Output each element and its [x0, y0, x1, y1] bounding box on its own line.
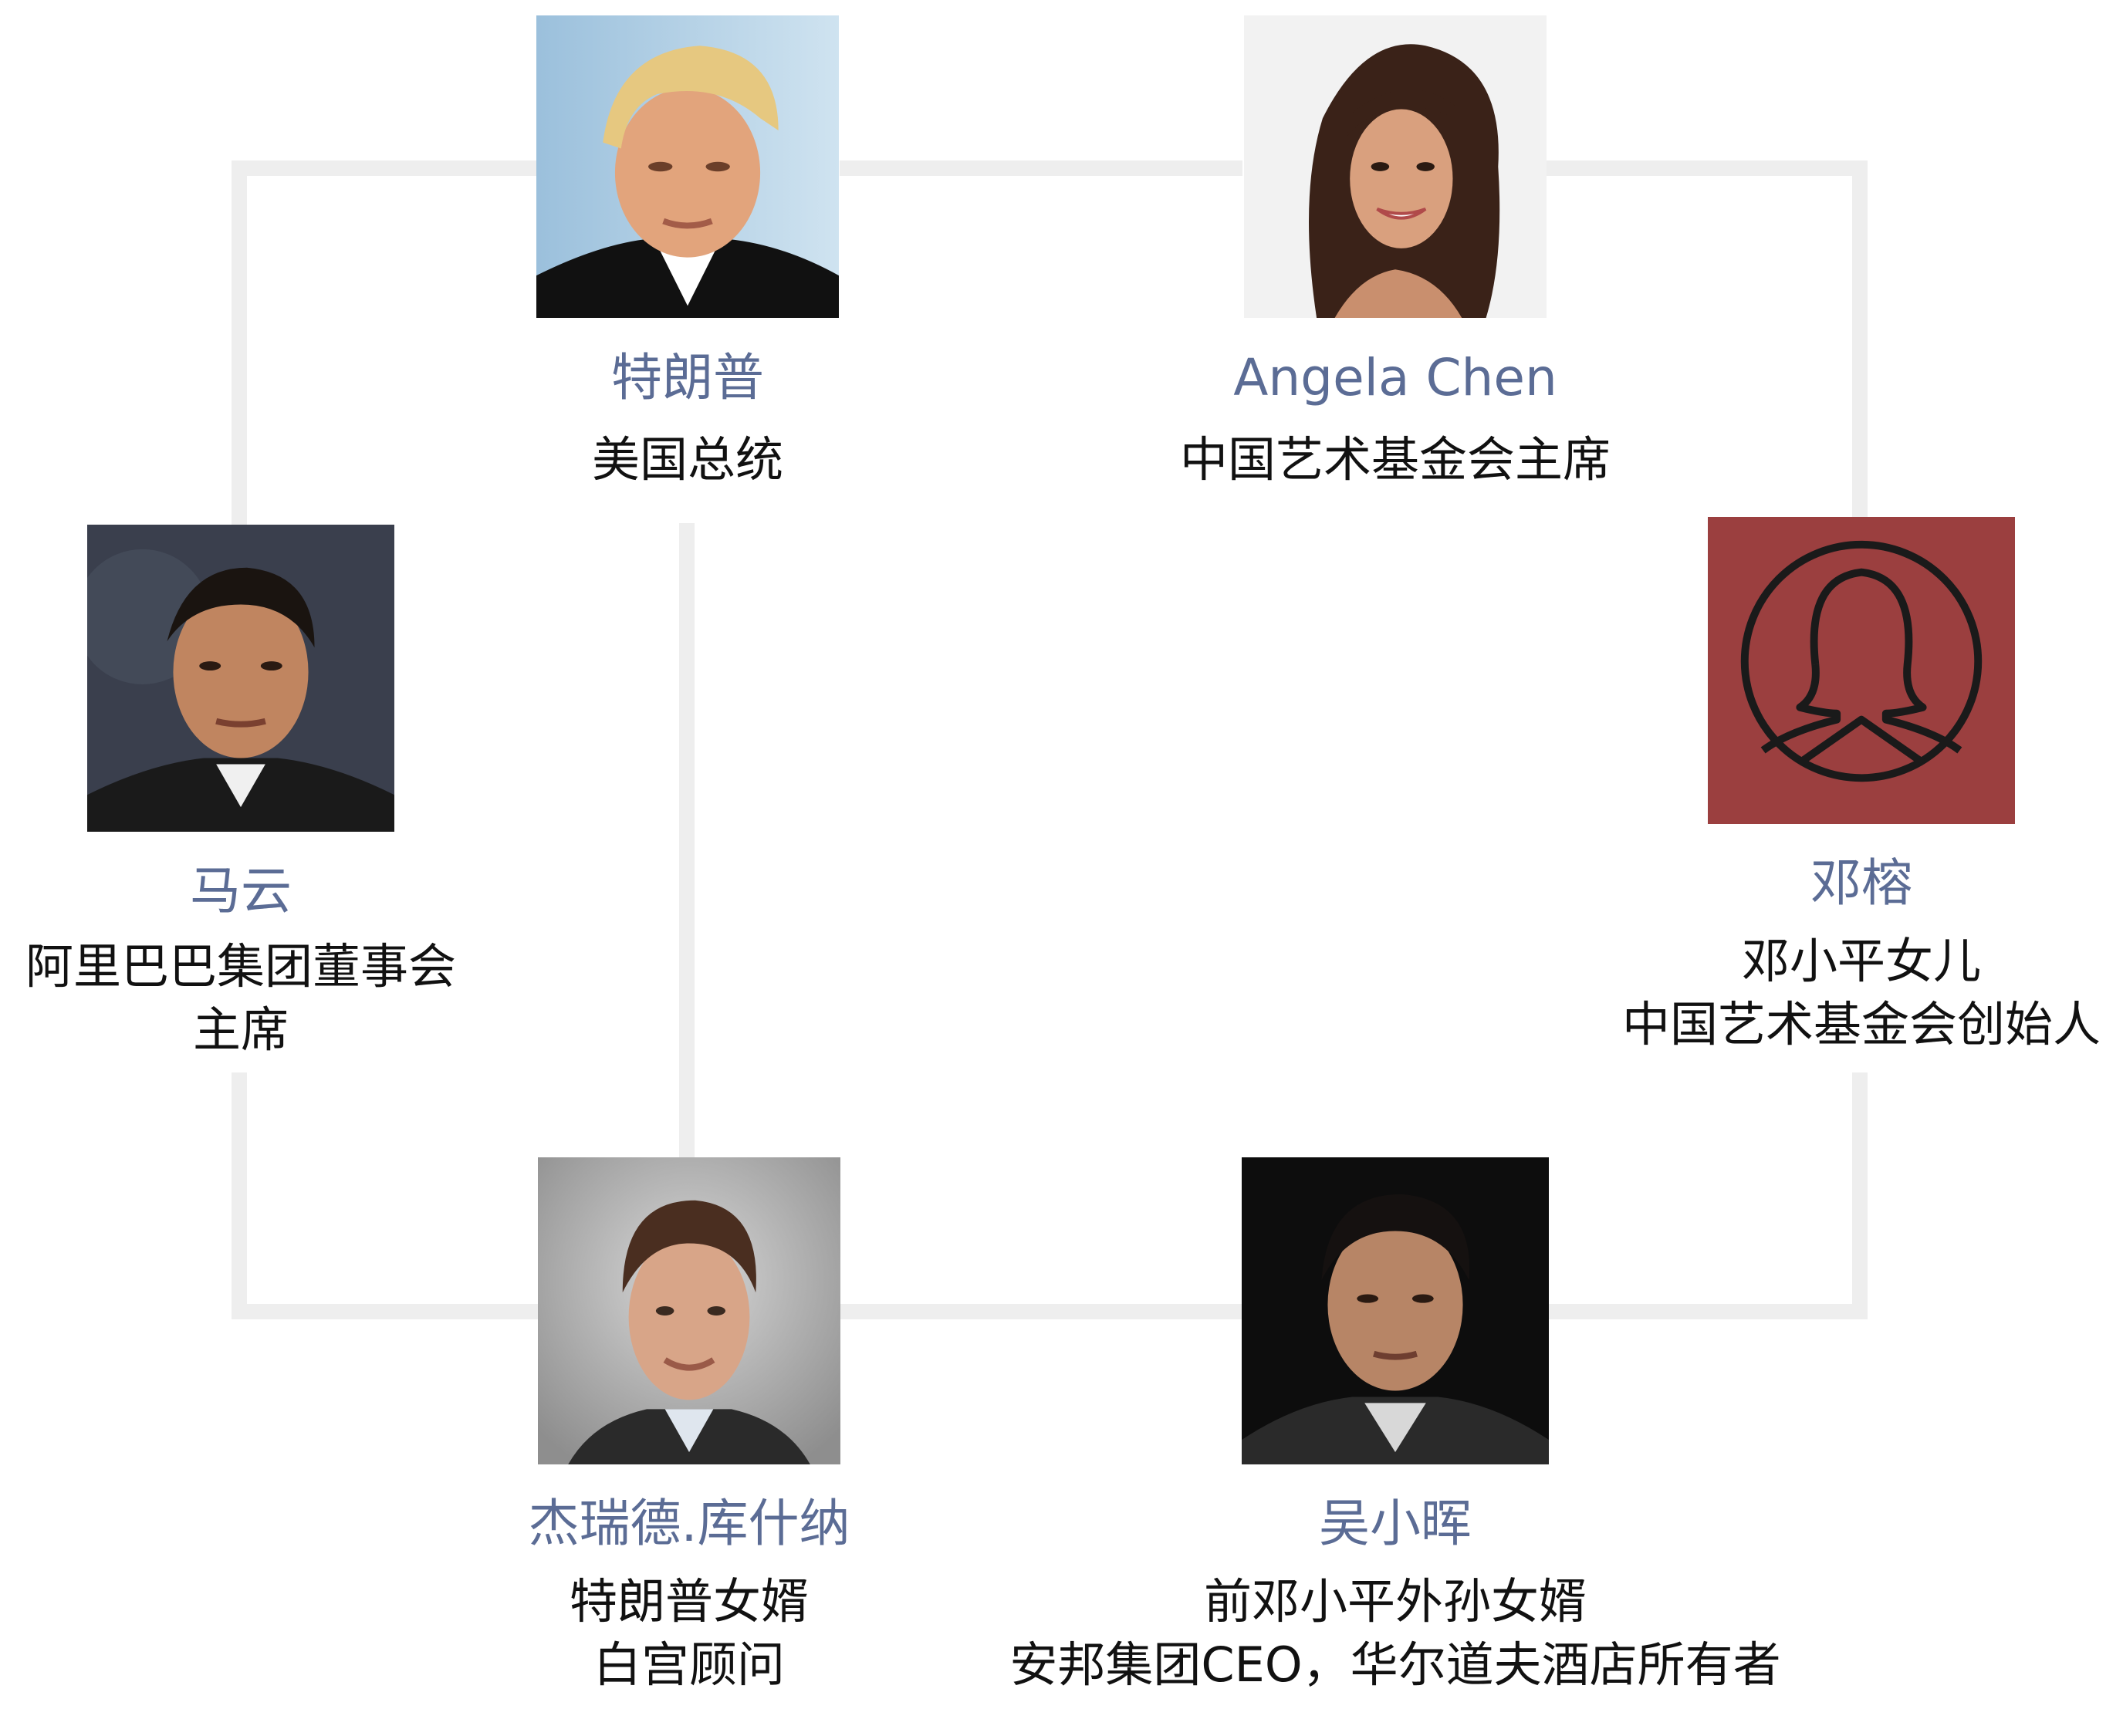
dengrong-role: 邓小平女儿 中国艺术基金会创始人 [1622, 930, 2101, 1056]
wuxiaohui-role: 前邓小平外孙女婿 安邦集团CEO，华尔道夫酒店所有者 [1009, 1570, 1780, 1697]
connector-right-lower-v [1852, 1072, 1868, 1319]
wuxiaohui-name: 吴小晖 [1311, 1493, 1479, 1555]
mayun-role: 阿里巴巴集团董事会 主席 [25, 935, 456, 1062]
mayun-name: 马云 [182, 860, 299, 922]
dengrong-name: 邓榕 [1803, 853, 1920, 914]
angela-chen-role: 中国艺术基金会主席 [1180, 428, 1611, 491]
trump-name: 特朗普 [603, 347, 772, 409]
trump-photo [536, 15, 839, 318]
female-avatar-placeholder-icon [1708, 517, 2015, 824]
kushner-role-line-1: 特朗普女婿 [569, 1573, 810, 1630]
wuxiaohui-role-line-2: 安邦集团CEO，华尔道夫酒店所有者 [1009, 1636, 1781, 1693]
mayun-role-line-1: 阿里巴巴集团董事会 [25, 938, 457, 995]
connector-bottom-middle-h [840, 1304, 1242, 1319]
dengrong-role-line-1: 邓小平女儿 [1741, 933, 1982, 989]
angela-chen-name: Angela Chen [1225, 347, 1565, 409]
connector-right-upper-v [1852, 160, 1868, 517]
mayun-role-line-2: 主席 [192, 1001, 289, 1058]
angela-chen-photo [1244, 15, 1547, 318]
connector-left-upper-v [232, 160, 247, 525]
dengrong-photo-placeholder [1708, 517, 2015, 824]
kushner-role: 特朗普女婿 白宫顾问 [570, 1570, 809, 1697]
trump-role: 美国总统 [592, 428, 783, 491]
dengrong-role-line-2: 中国艺术基金会创始人 [1621, 996, 2101, 1052]
wuxiaohui-photo [1242, 1157, 1549, 1464]
wuxiaohui-role-line-1: 前邓小平外孙女婿 [1203, 1573, 1587, 1630]
connector-bottom-right-h [1543, 1304, 1868, 1319]
kushner-name: 杰瑞德.库什纳 [520, 1493, 858, 1555]
mayun-photo [87, 525, 394, 832]
connector-top-left-h [232, 160, 539, 176]
connector-top-right-h [1543, 160, 1868, 176]
connector-top-middle-h [840, 160, 1242, 176]
connector-left-lower-v [232, 1072, 247, 1319]
trump-role-line-1: 美国总统 [591, 431, 784, 488]
connector-bottom-left-h [232, 1304, 540, 1319]
connector-center-v [679, 523, 695, 1157]
kushner-photo [538, 1157, 840, 1464]
angela-chen-role-line-1: 中国艺术基金会主席 [1179, 431, 1611, 488]
kushner-role-line-2: 白宫顾问 [593, 1636, 786, 1693]
